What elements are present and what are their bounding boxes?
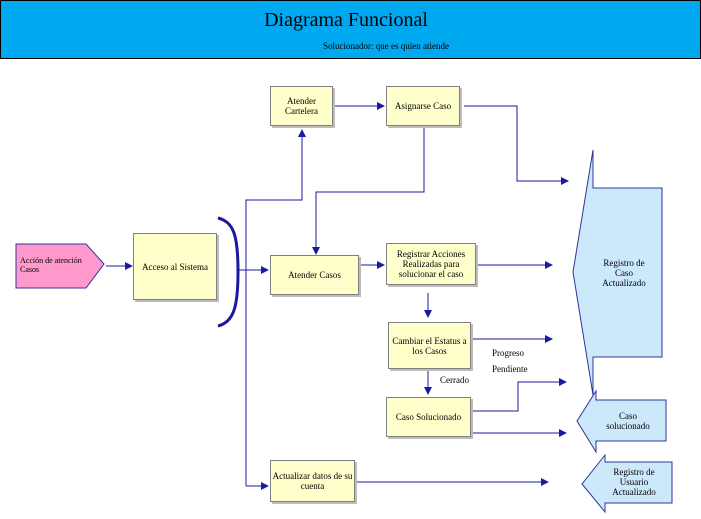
- node-caso-solucionado-output: Caso solucionado: [606, 411, 650, 431]
- node-actualizar-datos: Actualizar datos de su cuenta: [270, 460, 355, 502]
- edge-label-cerrado: Cerrado: [440, 375, 469, 385]
- edge-solucionado-registro: [472, 378, 567, 412]
- node-registrar-acciones: Registrar Acciones Realizadas para soluc…: [386, 243, 476, 285]
- edge-label-pendiente: Pendiente: [492, 364, 528, 374]
- edge-asignarse-atender: [312, 128, 425, 255]
- diagram-subtitle: Solucionador: que es quien atiende: [323, 41, 449, 51]
- diagram-title: Diagrama Funcional: [264, 9, 428, 31]
- output-arrow-caso-solucionado-shape: [576, 389, 667, 454]
- node-cambiar-estatus: Cambiar el Estatus a los Casos: [388, 322, 471, 369]
- output-arrow-registro-caso-shape: [572, 149, 663, 396]
- node-atender-cartelera: Atender Cartelera: [270, 86, 333, 126]
- node-registro-caso-actualizado: Registro de Caso Actualizado: [602, 258, 646, 288]
- edge-trunk-cartelera: [245, 129, 306, 486]
- node-acceso-sistema: Acceso al Sistema: [133, 233, 217, 300]
- node-asignarse-caso: Asignarse Caso: [386, 86, 460, 126]
- node-atender-casos: Atender Casos: [270, 255, 359, 295]
- edge-asignarse-registro: [464, 105, 569, 185]
- node-accion-atencion: Acción de atención Casos: [20, 256, 82, 274]
- diagram-header: Diagrama Funcional Solucionador: que es …: [0, 0, 701, 59]
- input-arrow-shape: [15, 243, 105, 289]
- bracket-connector: [217, 216, 240, 328]
- node-caso-solucionado: Caso Solucionado: [386, 397, 471, 437]
- node-registro-usuario-actualizado: Registro de Usuario Actualizado: [612, 467, 656, 497]
- output-arrow-registro-usuario-shape: [581, 453, 673, 514]
- edge-label-progreso: Progreso: [492, 348, 524, 358]
